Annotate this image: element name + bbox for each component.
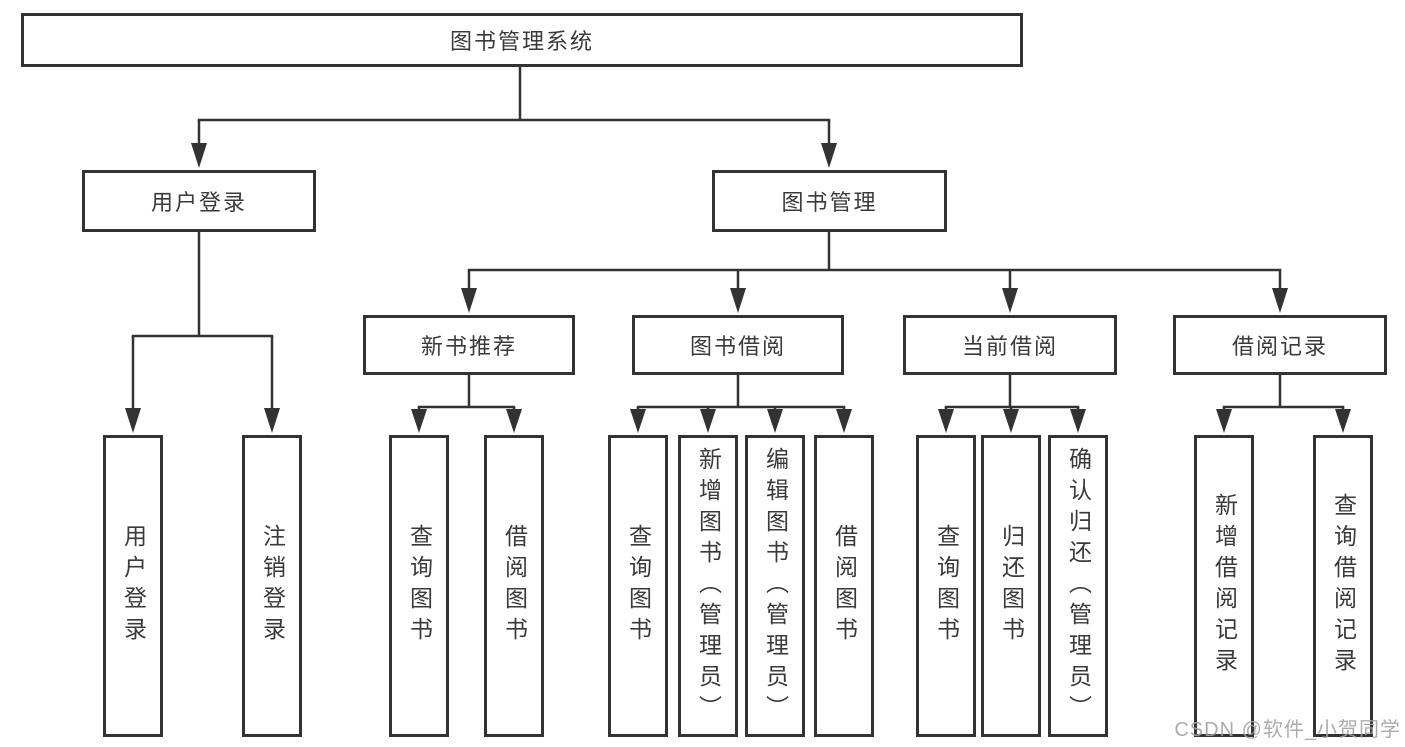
node-book-borrow: 图书借阅 bbox=[632, 315, 844, 375]
node-user-login-label: 用户登录 bbox=[150, 190, 247, 215]
leaf-query-books-1: 查询图书 bbox=[389, 435, 449, 737]
leaf-query-borrow-record: 查询借阅记录 bbox=[1313, 435, 1373, 737]
connectors-user-login-leaves bbox=[125, 231, 280, 433]
connectors-book-mgmt-to-level3 bbox=[461, 231, 1288, 313]
node-book-borrow-label: 图书借阅 bbox=[689, 334, 786, 359]
connectors-borrow-records-leaves bbox=[1216, 374, 1351, 433]
node-new-book-recommend-label: 新书推荐 bbox=[420, 334, 517, 359]
leaf-user-login-label: 用户登录 bbox=[120, 524, 147, 648]
leaf-edit-books-admin: 编辑图书（管理员） bbox=[745, 435, 805, 737]
node-borrow-records: 借阅记录 bbox=[1173, 315, 1387, 375]
node-root-label: 图书管理系统 bbox=[449, 29, 594, 54]
node-user-login: 用户登录 bbox=[82, 170, 316, 232]
leaf-add-books-admin: 新增图书（管理员） bbox=[678, 435, 738, 737]
leaf-borrow-books-1-label: 借阅图书 bbox=[501, 524, 528, 648]
node-root: 图书管理系统 bbox=[21, 13, 1023, 67]
leaf-logout: 注销登录 bbox=[242, 435, 302, 737]
connectors-new-book-rec-leaves bbox=[411, 374, 522, 433]
node-current-borrow-label: 当前借阅 bbox=[961, 334, 1058, 359]
leaf-user-login: 用户登录 bbox=[103, 435, 163, 737]
leaf-confirm-return-admin: 确认归还（管理员） bbox=[1048, 435, 1108, 737]
leaf-borrow-books-1: 借阅图书 bbox=[484, 435, 544, 737]
leaf-query-books-3: 查询图书 bbox=[916, 435, 976, 737]
connectors-current-borrow-leaves bbox=[938, 374, 1086, 433]
leaf-borrow-books-2-label: 借阅图书 bbox=[831, 524, 858, 648]
leaf-logout-label: 注销登录 bbox=[259, 524, 286, 648]
leaf-return-books: 归还图书 bbox=[981, 435, 1041, 737]
node-current-borrow: 当前借阅 bbox=[903, 315, 1117, 375]
leaf-query-borrow-record-label: 查询借阅记录 bbox=[1330, 493, 1357, 679]
leaf-borrow-books-2: 借阅图书 bbox=[814, 435, 874, 737]
leaf-query-books-1-label: 查询图书 bbox=[406, 524, 433, 648]
leaf-query-books-3-label: 查询图书 bbox=[933, 524, 960, 648]
leaf-return-books-label: 归还图书 bbox=[998, 524, 1025, 648]
node-new-book-recommend: 新书推荐 bbox=[363, 315, 575, 375]
node-book-management-label: 图书管理 bbox=[781, 190, 878, 215]
leaf-query-books-2-label: 查询图书 bbox=[625, 524, 652, 648]
leaf-edit-books-admin-label: 编辑图书（管理员） bbox=[762, 446, 789, 726]
leaf-confirm-return-admin-label: 确认归还（管理员） bbox=[1065, 446, 1092, 726]
connectors-book-borrow-leaves bbox=[630, 374, 852, 433]
node-book-management: 图书管理 bbox=[712, 170, 947, 232]
connectors-root-to-level2 bbox=[191, 66, 837, 168]
leaf-add-books-admin-label: 新增图书（管理员） bbox=[695, 446, 722, 726]
leaf-add-borrow-record-label: 新增借阅记录 bbox=[1211, 493, 1238, 679]
leaf-add-borrow-record: 新增借阅记录 bbox=[1194, 435, 1254, 737]
csdn-watermark: CSDN @软件_小贺同学 bbox=[1174, 719, 1401, 741]
leaf-query-books-2: 查询图书 bbox=[608, 435, 668, 737]
node-borrow-records-label: 借阅记录 bbox=[1231, 334, 1328, 359]
